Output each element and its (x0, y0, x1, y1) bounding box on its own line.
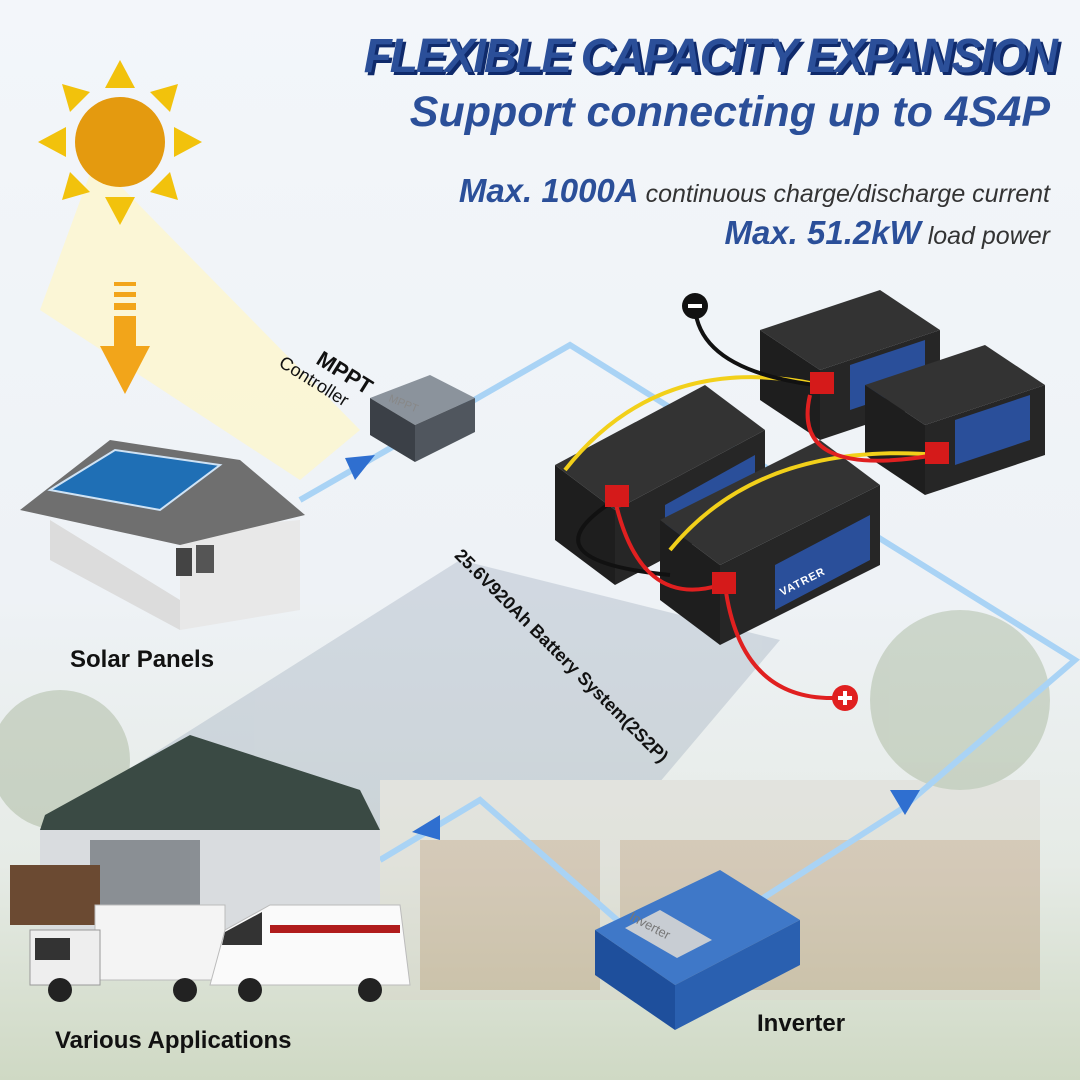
spec-power: Max. 51.2kW load power (724, 214, 1050, 252)
sun-beam (40, 160, 360, 480)
applications-label: Various Applications (55, 1027, 292, 1054)
negative-terminal-icon (682, 293, 708, 319)
spec-current-value: Max. 1000A (458, 172, 639, 209)
inverter-box (595, 870, 800, 1030)
flow-arrows (345, 455, 920, 840)
truck (29, 904, 226, 1002)
sun-icon (38, 60, 202, 225)
spec-current: Max. 1000A continuous charge/discharge c… (459, 172, 1050, 210)
down-arrow-icon (100, 282, 150, 394)
solar-house (20, 440, 305, 630)
spec-power-value: Max. 51.2kW (724, 214, 921, 251)
camper-van (209, 904, 411, 1002)
main-title: FLEXIBLE CAPACITY EXPANSION (363, 27, 1058, 83)
positive-terminal-icon (832, 685, 858, 711)
solar-panels-label: Solar Panels (70, 646, 215, 673)
battery-bank (555, 290, 1045, 701)
inverter-label: Inverter (757, 1010, 846, 1037)
spec-current-text: continuous charge/discharge current (645, 180, 1050, 208)
mppt-controller-box (370, 375, 475, 462)
spec-power-text: load power (927, 222, 1050, 250)
subtitle: Support connecting up to 4S4P (409, 88, 1050, 136)
